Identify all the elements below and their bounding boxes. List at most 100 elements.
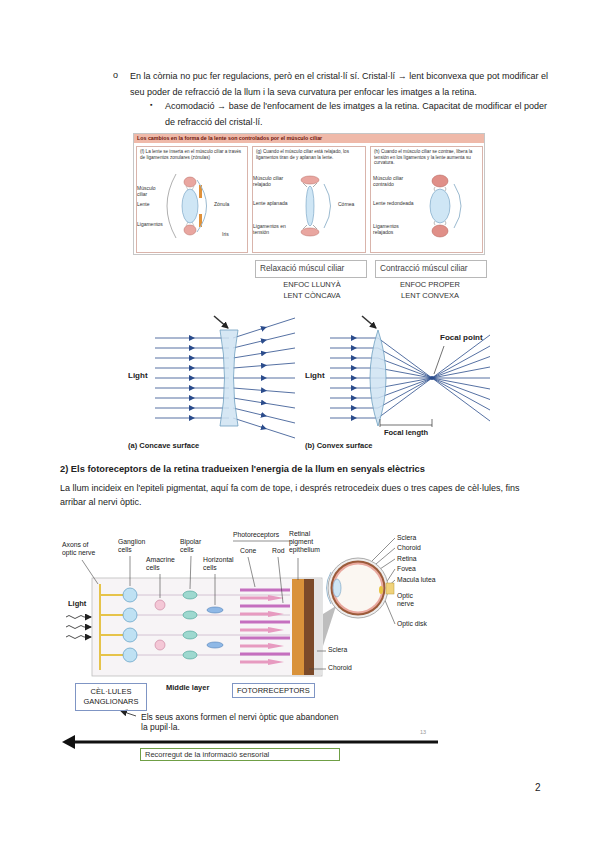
slide-number: 13 xyxy=(420,729,426,735)
convex-lens-rays xyxy=(378,338,490,421)
lens-panel-f xyxy=(197,180,207,232)
figure-panel-text: (g) Cuando el músculo ciliar está relaja… xyxy=(253,147,365,162)
note-arrow xyxy=(121,711,136,716)
leader-lines xyxy=(298,558,299,580)
part-label: Choroid xyxy=(397,544,421,552)
lens-panel-f xyxy=(184,177,196,187)
focal-bracket xyxy=(380,419,432,427)
retina-section xyxy=(183,651,197,659)
pointer-arrow xyxy=(362,316,376,328)
leader-lines xyxy=(317,651,326,652)
part-label: Middle layer xyxy=(166,684,209,693)
part-label: Músculo ciliar xyxy=(137,186,163,198)
retina-section xyxy=(268,611,284,617)
part-label: Optic disk xyxy=(397,620,427,628)
figure-panel: (g) Cuando el músculo ciliar está relaja… xyxy=(252,146,366,253)
eye-figure xyxy=(327,572,332,604)
retina-section xyxy=(240,637,290,640)
part-label: Photoreceptors xyxy=(233,531,279,539)
lens-panel-f xyxy=(184,225,196,235)
retina-section xyxy=(123,608,137,622)
lens-panel-h xyxy=(432,225,448,237)
lens-panel-f xyxy=(167,174,207,238)
figure-caption: (a) Concave surface xyxy=(128,442,199,451)
lens-panel-g xyxy=(306,186,314,226)
optics-label: Light xyxy=(128,371,148,380)
part-label: Lente xyxy=(137,202,150,208)
lens-panel-f xyxy=(167,174,176,238)
concave-lens-rays xyxy=(233,348,295,358)
retina-section xyxy=(155,600,165,610)
concave-lens-rays xyxy=(155,398,229,399)
part-label: Retinal pigment epithelium xyxy=(289,530,329,554)
eye-figure xyxy=(323,558,394,646)
caption-box-text: Relaxació múscul ciliar xyxy=(256,261,366,277)
convex-lens-rays xyxy=(330,335,490,421)
leader-lines xyxy=(248,557,255,587)
body-text: En la còrnia no puc fer regulacions, per… xyxy=(130,69,548,100)
concave-lens xyxy=(220,330,238,426)
flow-arrow xyxy=(62,735,75,749)
retina-section xyxy=(123,628,137,642)
convex-lens-rays xyxy=(378,335,490,418)
note-box-text: Recorregut de la informació sensorial xyxy=(141,749,339,760)
lens-panel-g xyxy=(301,228,319,236)
retina-section xyxy=(240,645,268,648)
part-label: Lente redondeada xyxy=(373,201,417,207)
leader-lines xyxy=(130,556,131,586)
leader-lines xyxy=(384,598,395,624)
part-label: Ligamentos relajados xyxy=(373,224,417,236)
retina-section xyxy=(92,578,322,676)
eye-figure xyxy=(328,558,388,618)
concave-lens-rays xyxy=(233,378,295,379)
layer-box: CÈL·LULES GANGLIONARS xyxy=(75,683,147,711)
eye-figure xyxy=(379,586,383,594)
figure-panel-text: (f) La lente se inserta en el músculo ci… xyxy=(137,147,247,162)
retina-section xyxy=(314,579,322,675)
retina-section xyxy=(183,591,197,599)
part-label: Rod xyxy=(272,547,284,555)
part-label: Ligamentos en tensión xyxy=(253,224,293,236)
layer-box: FOTORRECEPTORS xyxy=(232,683,315,698)
retina-section xyxy=(268,627,284,633)
concave-lens-rays xyxy=(155,348,229,349)
concave-lens-rays xyxy=(233,418,295,438)
convex-lens-rays xyxy=(330,348,378,349)
body-text: La llum incideix en l'epiteli pigmentat,… xyxy=(60,481,547,509)
part-label: Iris xyxy=(222,232,229,238)
leader-lines xyxy=(82,560,98,584)
part-label: Amacrine cells xyxy=(146,556,180,572)
concave-lens-rays xyxy=(233,333,295,348)
lens-panel-g xyxy=(324,184,331,228)
part-label: Retina xyxy=(397,555,417,563)
optics-label: Light xyxy=(305,371,325,380)
lens-panel-h xyxy=(432,175,448,187)
retina-section xyxy=(183,631,197,639)
caption-box: Relaxació múscul ciliar xyxy=(255,260,367,278)
retina-section xyxy=(207,642,223,648)
figure-frame-text: Los cambios en la forma de la lente son … xyxy=(134,134,484,143)
part-label: Axons of optic nerve xyxy=(62,541,102,557)
convex-lens-rays xyxy=(330,338,378,339)
part-label: Músculo ciliar relajado xyxy=(253,176,291,188)
retina-section xyxy=(183,611,197,619)
focus-label: LENT CÒNCAVA xyxy=(257,292,367,301)
concave-lens-rays xyxy=(155,378,229,379)
retina-section xyxy=(155,640,165,650)
lens-panel-g xyxy=(301,176,319,184)
figure-frame: Los cambios en la forma de la lente son … xyxy=(133,133,485,255)
part-label: Sclera xyxy=(328,646,347,654)
concave-lens-rays xyxy=(233,398,295,408)
leader-line xyxy=(434,346,444,374)
part-label: Ganglion cells xyxy=(118,538,152,554)
retina-section xyxy=(123,648,137,662)
concave-lens-rays xyxy=(155,338,229,339)
retina-section xyxy=(292,579,304,675)
retina-section xyxy=(268,659,284,665)
leader-lines xyxy=(160,574,161,598)
light-arrows xyxy=(66,616,91,619)
figure-panel: (h) Cuando el músculo ciliar se contrae,… xyxy=(370,146,483,253)
retina-section xyxy=(123,588,137,602)
convex-lens-rays xyxy=(330,358,378,359)
